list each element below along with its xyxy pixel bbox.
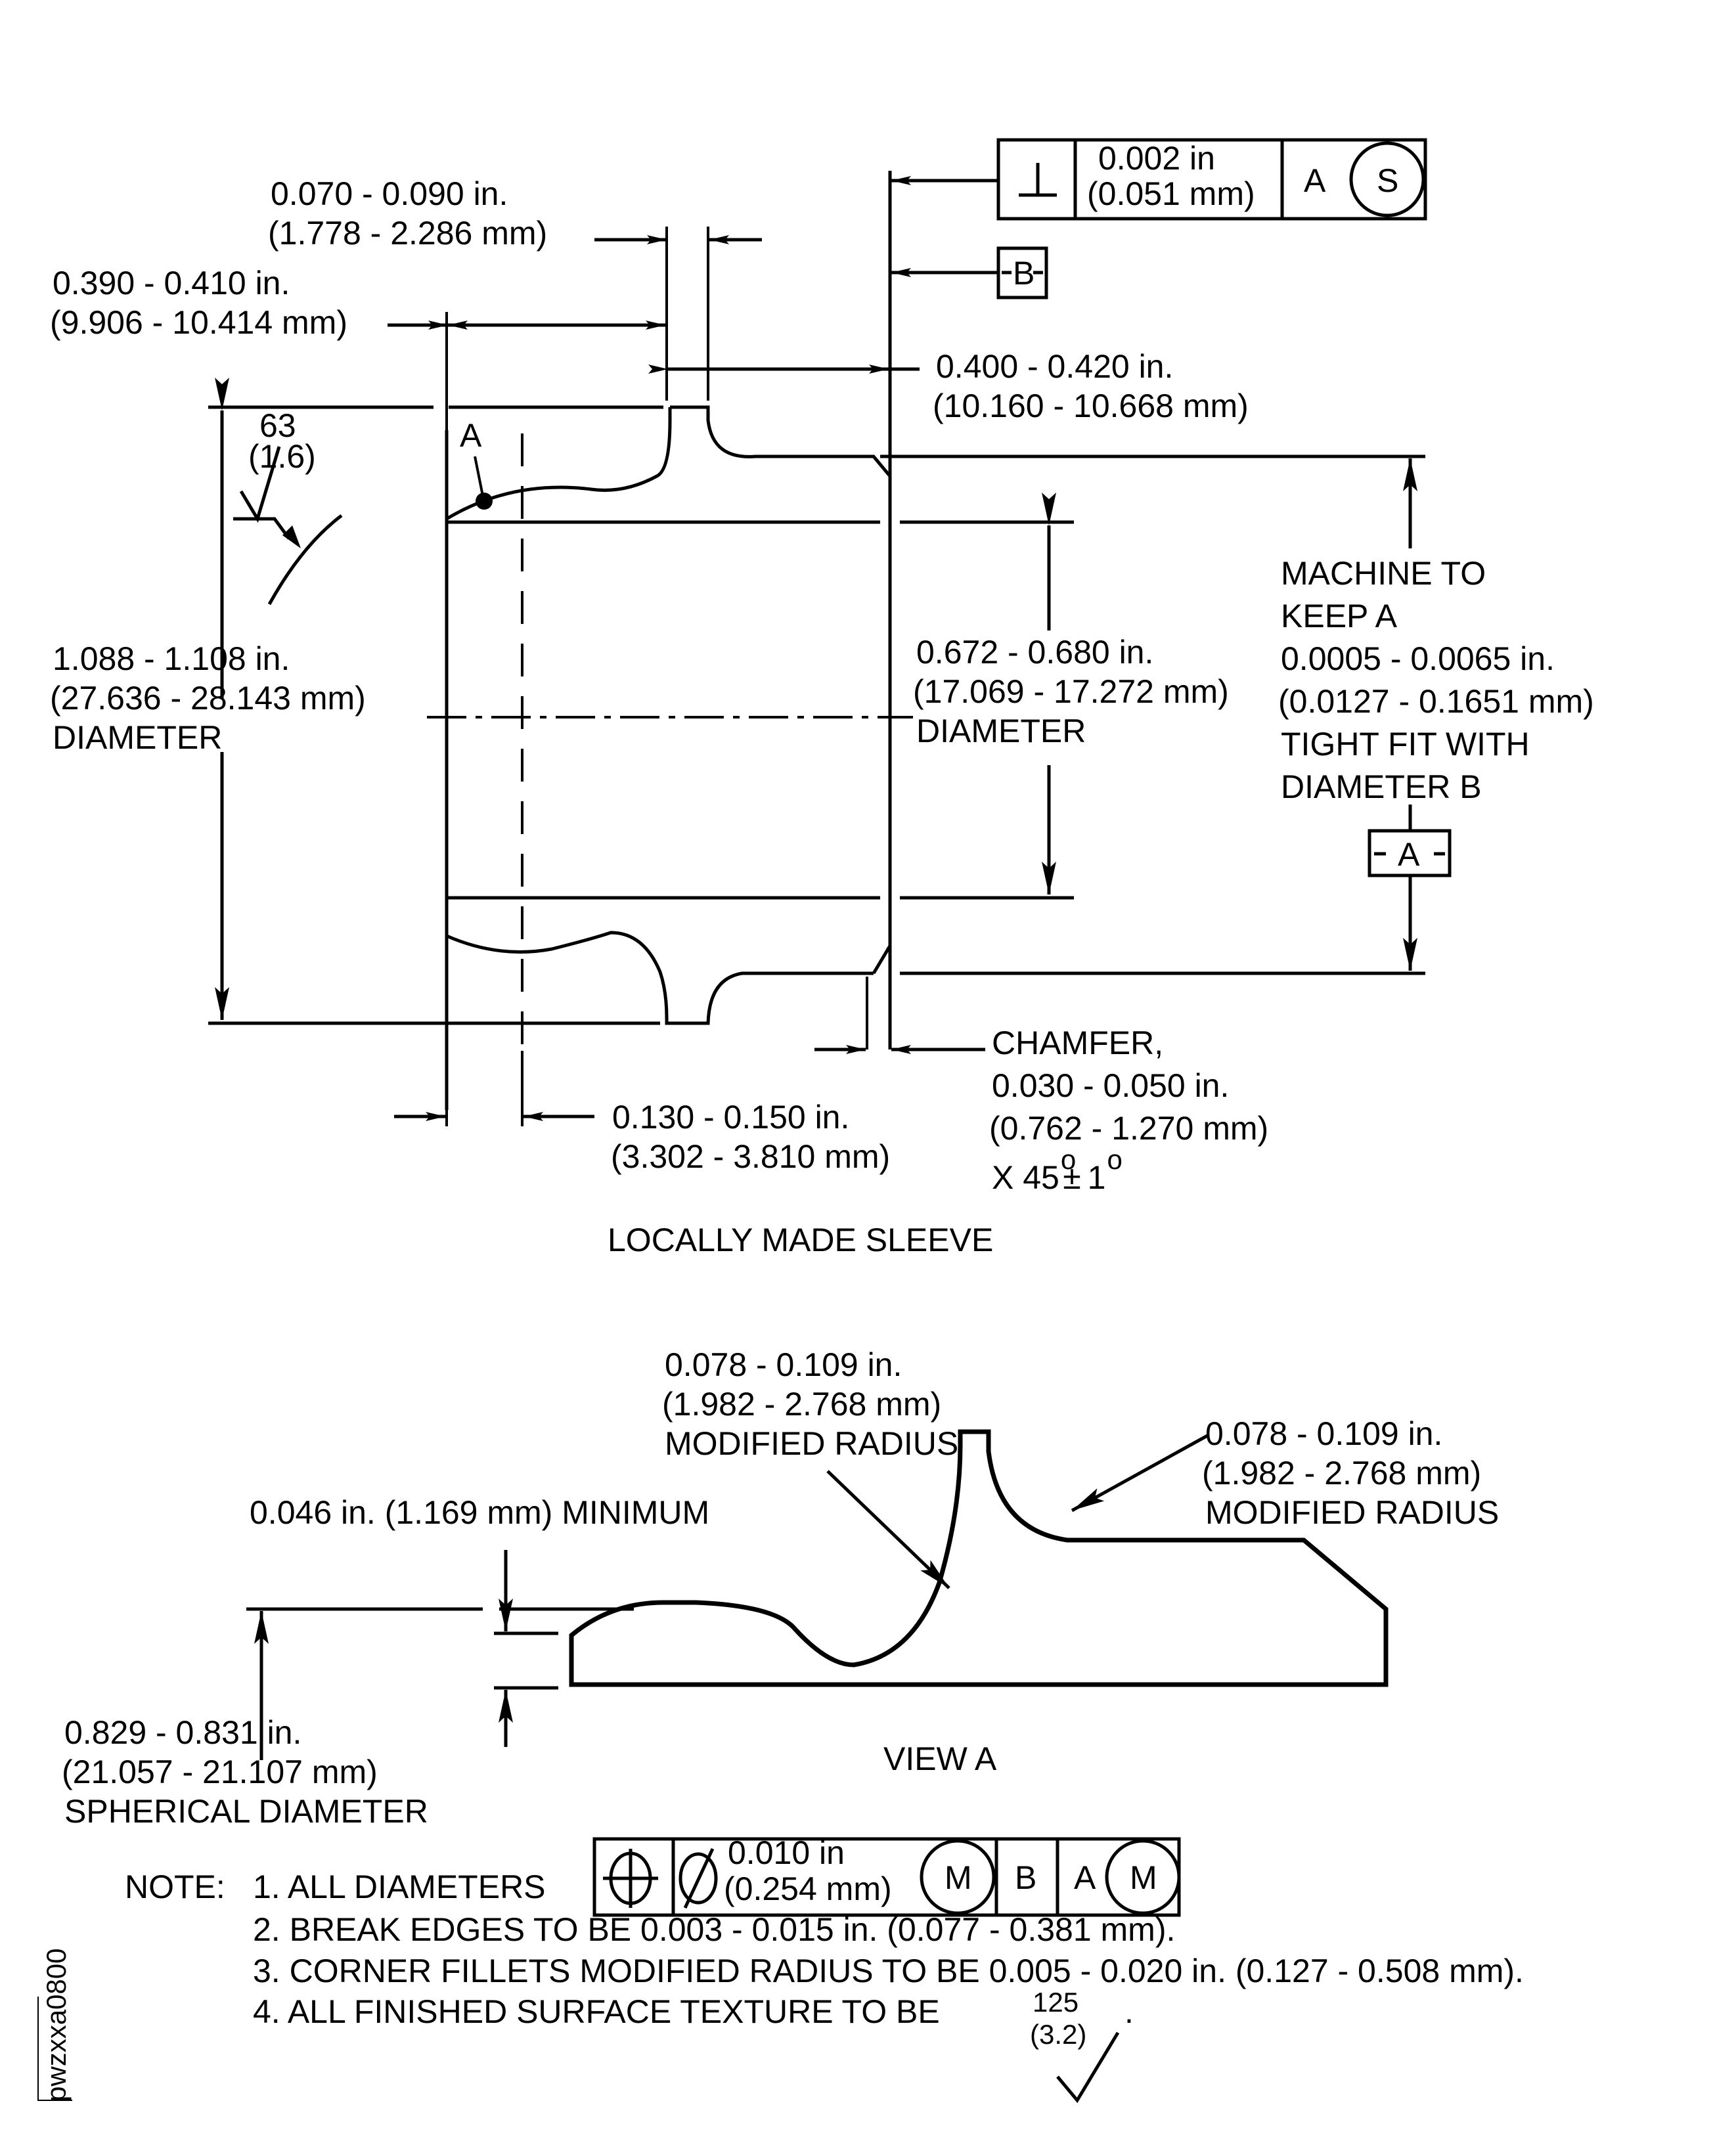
drawing-id: pwzxxa0800 [37, 1949, 72, 2102]
mmc-modifier-circle-icon-2 [1105, 1839, 1181, 1915]
note-4-surface-texture-symbol: 125 (3.2) . [1030, 1987, 1134, 2104]
machine-note-line-5: TIGHT FIT WITH [1281, 726, 1530, 762]
dim-sphere-offset-in: 0.130 - 0.150 in. [612, 1099, 849, 1136]
view-a-profile [569, 1429, 1389, 1687]
perpendicularity-icon [1019, 163, 1057, 197]
dim-sphere-offset-mm: (3.302 - 3.810 mm) [611, 1138, 890, 1175]
dim-groove-width-in: 0.070 - 0.090 in. [271, 175, 508, 212]
radius-right-label: MODIFIED RADIUS [1205, 1494, 1499, 1531]
position-icon [603, 1849, 658, 1908]
note-2: 2. BREAK EDGES TO BE 0.003 - 0.015 in. (… [253, 1911, 1175, 1948]
note-1: 1. ALL DIAMETERS [253, 1868, 546, 1905]
dim-flange-to-groove-in: 0.390 - 0.410 in. [53, 265, 290, 301]
machine-note-line-4: (0.0127 - 0.1651 mm) [1278, 683, 1594, 720]
dim-groove-to-end-mm: (10.160 - 10.668 mm) [933, 387, 1249, 424]
chamfer-angle: X 45o±1o [992, 1144, 1123, 1196]
position-control-frame: 0.010 in (0.254 mm) M B A M [592, 1834, 1181, 1917]
datum-b-feature-symbol: B [996, 246, 1048, 299]
perpendicularity-control-frame: 0.002 in (0.051 mm) A S [996, 138, 1427, 221]
perp-modifier: S [1377, 162, 1398, 199]
note-3: 3. CORNER FILLETS MODIFIED RADIUS TO BE … [253, 1953, 1524, 1989]
radius-right-mm: (1.982 - 2.768 mm) [1202, 1455, 1481, 1491]
sphere-groove-top [445, 407, 672, 521]
rfs-modifier-circle-icon [1349, 141, 1425, 217]
perp-datum: A [1304, 162, 1326, 199]
perp-tolerance-mm: (0.051 mm) [1087, 175, 1255, 212]
position-tolerance-in: 0.010 in [728, 1834, 845, 1871]
sphere-groove-bottom [445, 931, 874, 1025]
perp-tolerance-in: 0.002 in [1098, 140, 1215, 177]
view-a-title: VIEW A [883, 1740, 997, 1777]
view-a-detail: 0.046 in. (1.169 mm) MINIMUM 0.078 - 0.1… [62, 1346, 1499, 1830]
dim-flange-to-groove-mm: (9.906 - 10.414 mm) [50, 304, 347, 341]
mmc-modifier-circle-icon [920, 1839, 996, 1915]
dim-min-thickness: 0.046 in. (1.169 mm) MINIMUM [250, 1494, 709, 1531]
notes-block: NOTE: 1. ALL DIAMETERS 0.010 in (0.254 m… [125, 1834, 1524, 2104]
view-a-callout-label: A [460, 417, 482, 454]
svg-text:(3.2): (3.2) [1030, 2019, 1086, 2050]
surface-texture-value: 63 [259, 407, 296, 444]
machine-note-line-3: 0.0005 - 0.0065 in. [1281, 640, 1555, 677]
position-tolerance-mm: (0.254 mm) [724, 1870, 892, 1907]
spherical-diameter-in: 0.829 - 0.831 in. [64, 1714, 301, 1751]
radius-left-mm: (1.982 - 2.768 mm) [662, 1386, 941, 1423]
dim-outer-diameter-label: DIAMETER [53, 719, 222, 756]
svg-text:B: B [1013, 255, 1035, 292]
surface-texture-symbol: 63 (1.6) [233, 407, 343, 606]
svg-text:pwzxxa0800: pwzxxa0800 [41, 1949, 72, 2102]
dim-groove-to-end-in: 0.400 - 0.420 in. [936, 348, 1173, 385]
radius-left-in: 0.078 - 0.109 in. [665, 1346, 902, 1383]
sleeve-outline-top [670, 405, 892, 929]
notes-label: NOTE: [125, 1868, 225, 1905]
radius-right-in: 0.078 - 0.109 in. [1205, 1415, 1442, 1452]
sleeve-section-view: 0.070 - 0.090 in. (1.778 - 2.286 mm) 0.3… [50, 138, 1594, 1258]
svg-text:A: A [1398, 836, 1420, 873]
svg-text:125: 125 [1033, 1987, 1079, 2018]
spherical-diameter-label: SPHERICAL DIAMETER [64, 1793, 428, 1830]
spherical-diameter-mm: (21.057 - 21.107 mm) [62, 1754, 378, 1790]
chamfer-size-mm: (0.762 - 1.270 mm) [989, 1110, 1268, 1147]
dim-inner-diameter-in: 0.672 - 0.680 in. [916, 634, 1153, 671]
machine-note-line-1: MACHINE TO [1281, 555, 1486, 592]
radius-left-label: MODIFIED RADIUS [665, 1425, 958, 1462]
machine-note-line-2: KEEP A [1281, 598, 1398, 634]
position-datum-1: B [1015, 1859, 1036, 1896]
chamfer-size-in: 0.030 - 0.050 in. [992, 1067, 1229, 1104]
dim-groove-width-mm: (1.778 - 2.286 mm) [268, 215, 547, 252]
sleeve-title: LOCALLY MADE SLEEVE [608, 1222, 993, 1258]
diameter-icon [679, 1847, 718, 1909]
chamfer-label: CHAMFER, [992, 1025, 1163, 1061]
svg-text:.: . [1124, 1993, 1134, 2030]
datum-a-feature-symbol: A [1368, 829, 1452, 877]
view-a-callout-dot [476, 493, 493, 510]
note-4: 4. ALL FINISHED SURFACE TEXTURE TO BE [253, 1993, 940, 2030]
dim-outer-diameter-in: 1.088 - 1.108 in. [53, 640, 290, 677]
svg-text:M: M [945, 1859, 972, 1896]
machine-note-line-6: DIAMETER B [1281, 768, 1482, 805]
position-datum-2: A [1074, 1859, 1096, 1896]
svg-text:M: M [1130, 1859, 1157, 1896]
dim-inner-diameter-label: DIAMETER [916, 713, 1086, 749]
dim-inner-diameter-mm: (17.069 - 17.272 mm) [913, 673, 1229, 710]
dim-outer-diameter-mm: (27.636 - 28.143 mm) [50, 680, 366, 717]
surface-texture-metric: (1.6) [248, 438, 316, 475]
